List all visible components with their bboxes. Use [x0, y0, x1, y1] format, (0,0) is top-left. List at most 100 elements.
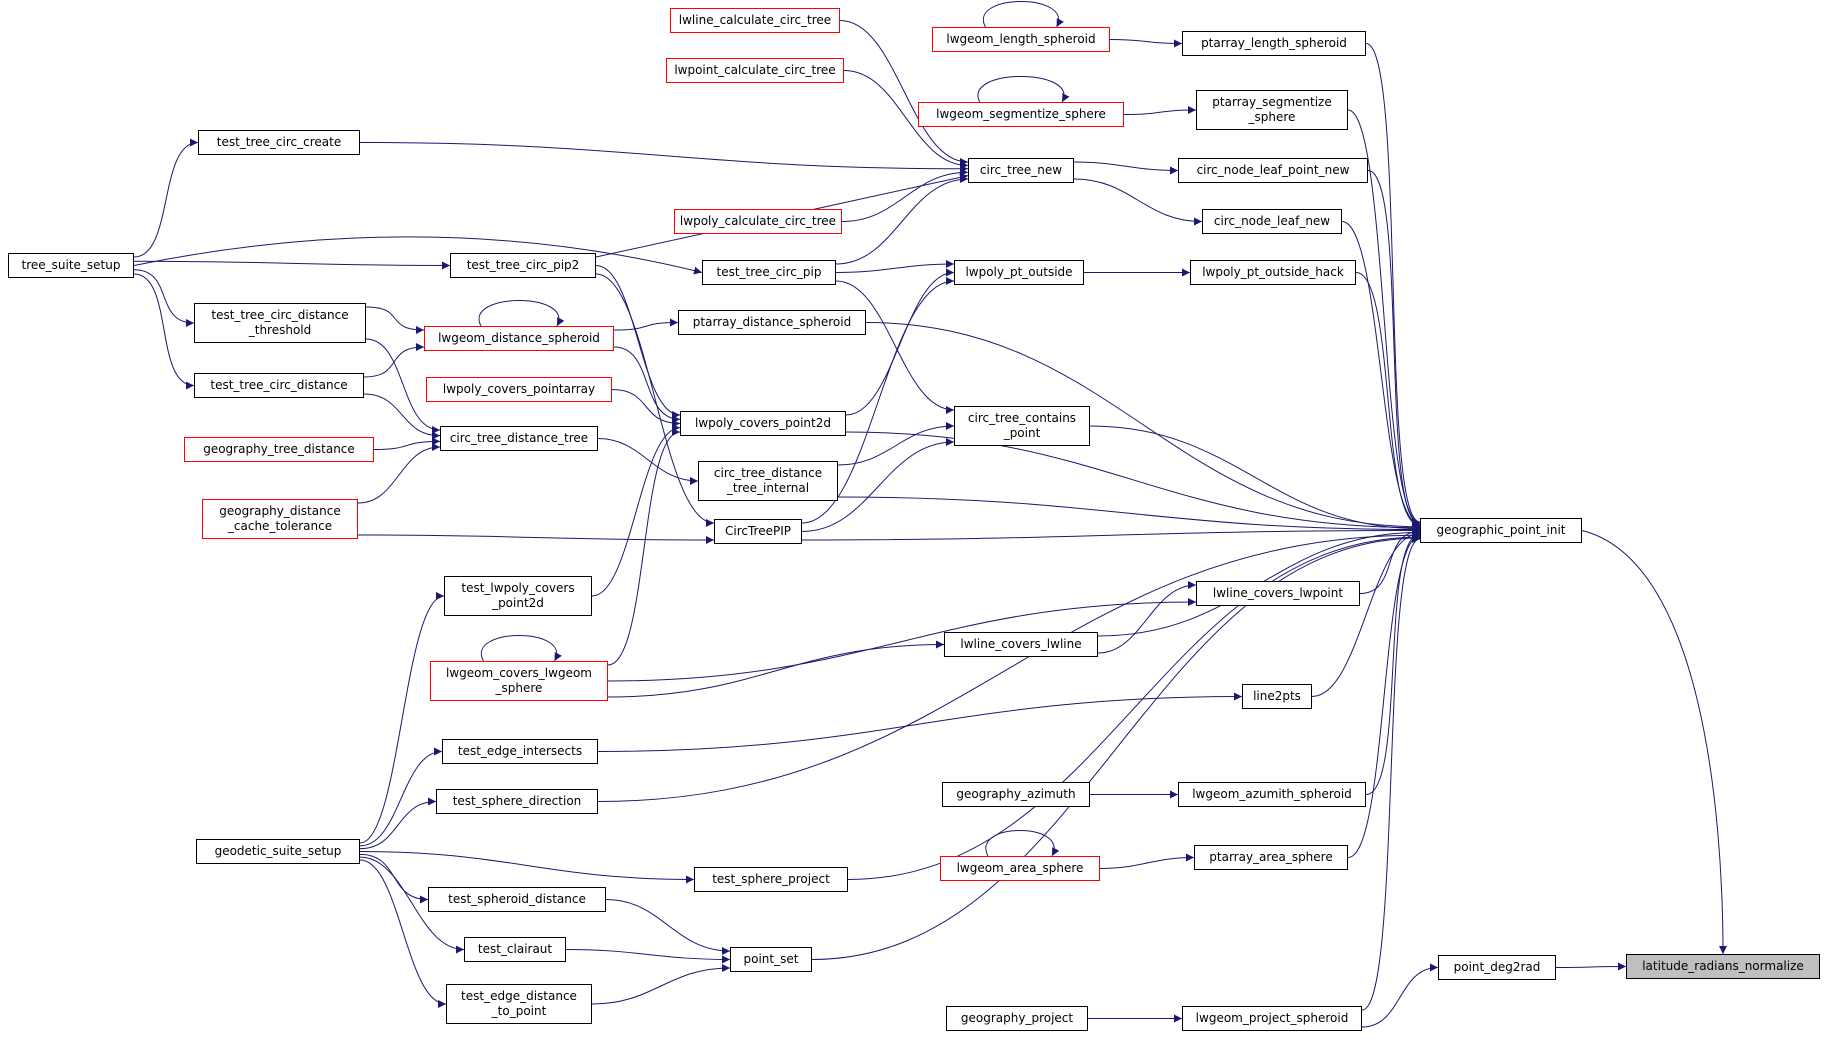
node-test-tree-circ-pip2[interactable]: test_tree_circ_pip2	[450, 253, 596, 278]
edge-circ-tree-new-to-circ-node-leaf-new	[1073, 178, 1203, 226]
node-lwpoint-calculate-circ-tree[interactable]: lwpoint_calculate_circ_tree	[666, 58, 844, 83]
edge-CircTreePIP-to-geographic-point-init	[801, 526, 1421, 541]
node-point-deg2rad[interactable]: point_deg2rad	[1438, 955, 1556, 980]
node-lwpoly-pt-outside[interactable]: lwpoly_pt_outside	[954, 260, 1084, 285]
node-label: lwpoly_covers_point2d	[694, 416, 831, 430]
node-label: test_edge_distance	[461, 989, 577, 1003]
node-CircTreePIP[interactable]: CircTreePIP	[714, 519, 802, 544]
edge-test-tree-circ-pip-to-circ-tree-contains-point	[835, 280, 955, 414]
node-lwline-covers-lwline[interactable]: lwline_covers_lwline	[944, 632, 1098, 657]
node-ptarray-distance-spheroid[interactable]: ptarray_distance_spheroid	[678, 310, 866, 335]
node-test-edge-intersects[interactable]: test_edge_intersects	[442, 739, 598, 764]
edge-geodetic-suite-setup-to-test-spheroid-distance	[359, 853, 429, 904]
node-label: lwline_covers_lwline	[960, 637, 1082, 651]
node-label: lwgeom_length_spheroid	[946, 32, 1096, 46]
node-lwgeom-project-spheroid[interactable]: lwgeom_project_spheroid	[1182, 1006, 1362, 1031]
node-circ-tree-contains-point[interactable]: circ_tree_contains_point	[954, 406, 1090, 446]
node-geography-azimuth[interactable]: geography_azimuth	[942, 782, 1090, 807]
node-geography-tree-distance[interactable]: geography_tree_distance	[184, 437, 374, 462]
edge-lwline-covers-lwline-to-lwline-covers-lwpoint	[1097, 581, 1197, 654]
node-lwgeom-length-spheroid[interactable]: lwgeom_length_spheroid	[932, 27, 1110, 52]
node-latitude-radians-normalize[interactable]: latitude_radians_normalize	[1626, 954, 1820, 979]
edge-test-clairaut-to-point-set	[565, 949, 731, 964]
node-lwpoly-covers-pointarray[interactable]: lwpoly_covers_pointarray	[426, 377, 612, 402]
edge-geodetic-suite-setup-to-test-edge-distance-to-point	[359, 859, 447, 1008]
node-circ-node-leaf-new[interactable]: circ_node_leaf_new	[1202, 209, 1342, 234]
edge-lwgeom-area-sphere-to-ptarray-area-sphere	[1099, 853, 1195, 869]
node-label: geography_distance	[219, 504, 341, 518]
edge-circ-tree-distance-tree-internal-to-circ-tree-contains-point	[837, 422, 955, 466]
node-ptarray-area-sphere[interactable]: ptarray_area_sphere	[1194, 845, 1348, 870]
node-lwgeom-distance-spheroid[interactable]: lwgeom_distance_spheroid	[424, 326, 614, 351]
node-lwpoly-covers-point2d[interactable]: lwpoly_covers_point2d	[680, 411, 846, 436]
node-label: ptarray_area_sphere	[1209, 850, 1333, 864]
edge-lwgeom-project-spheroid-to-point-deg2rad	[1361, 963, 1439, 1028]
node-test-lwpoly-covers-point2d[interactable]: test_lwpoly_covers_point2d	[444, 576, 592, 616]
node-lwline-calculate-circ-tree[interactable]: lwline_calculate_circ_tree	[670, 8, 840, 33]
node-geography-distance-cache-tolerance[interactable]: geography_distance_cache_tolerance	[202, 499, 358, 539]
node-point-set[interactable]: point_set	[730, 947, 812, 972]
node-tree-suite-setup[interactable]: tree_suite_setup	[8, 253, 134, 278]
node-label: test_tree_circ_pip2	[466, 258, 580, 272]
node-label: ptarray_length_spheroid	[1201, 36, 1347, 50]
edge-tree-suite-setup-to-test-tree-circ-create	[133, 138, 199, 258]
node-geographic-point-init[interactable]: geographic_point_init	[1420, 518, 1582, 543]
edge-ptarray-length-spheroid-to-geographic-point-init	[1365, 43, 1421, 526]
edge-test-tree-circ-distance-threshold-to-lwgeom-distance-spheroid	[365, 306, 425, 334]
edge-tree-suite-setup-to-test-tree-circ-pip	[133, 236, 703, 275]
node-lwgeom-segmentize-sphere[interactable]: lwgeom_segmentize_sphere	[918, 102, 1124, 127]
node-label: test_sphere_direction	[452, 794, 582, 808]
node-test-sphere-project[interactable]: test_sphere_project	[694, 867, 848, 892]
node-line2pts[interactable]: line2pts	[1242, 684, 1312, 709]
node-label: circ_node_leaf_new	[1213, 214, 1331, 228]
edge-lwgeom-covers-lwgeom-sphere-to-lwline-covers-lwline	[607, 640, 945, 698]
node-label: tree_suite_setup	[21, 258, 121, 272]
edge-lwgeom-covers-lwgeom-sphere-to-lwgeom-covers-lwgeom-sphere	[480, 635, 562, 662]
node-test-sphere-direction[interactable]: test_sphere_direction	[436, 789, 598, 814]
node-geography-project[interactable]: geography_project	[946, 1006, 1088, 1031]
node-lwpoly-pt-outside-hack[interactable]: lwpoly_pt_outside_hack	[1190, 260, 1356, 285]
node-test-tree-circ-distance[interactable]: test_tree_circ_distance	[194, 373, 364, 398]
node-label: _point2d	[492, 596, 544, 610]
node-test-clairaut[interactable]: test_clairaut	[464, 937, 566, 962]
node-circ-tree-distance-tree-internal[interactable]: circ_tree_distance_tree_internal	[698, 461, 838, 501]
node-label: geography_azimuth	[956, 787, 1076, 801]
node-label: lwpoly_calculate_circ_tree	[679, 214, 837, 228]
node-label: line2pts	[1253, 689, 1301, 703]
node-circ-tree-distance-tree[interactable]: circ_tree_distance_tree	[440, 426, 598, 451]
node-label: lwgeom_segmentize_sphere	[936, 107, 1106, 121]
node-lwgeom-covers-lwgeom-sphere[interactable]: lwgeom_covers_lwgeom_sphere	[430, 661, 608, 701]
node-lwpoly-calculate-circ-tree[interactable]: lwpoly_calculate_circ_tree	[674, 209, 842, 234]
node-ptarray-segmentize-sphere[interactable]: ptarray_segmentize_sphere	[1196, 90, 1348, 130]
node-test-tree-circ-distance-threshold[interactable]: test_tree_circ_distance_threshold	[194, 303, 366, 343]
node-label: test_tree_circ_pip	[716, 265, 822, 279]
node-circ-tree-new[interactable]: circ_tree_new	[968, 158, 1074, 183]
edge-geography-tree-distance-to-circ-tree-distance-tree	[373, 437, 441, 450]
node-label: lwline_calculate_circ_tree	[678, 13, 832, 27]
edge-test-tree-circ-pip-to-lwpoly-pt-outside	[835, 260, 955, 273]
node-label: _point	[1003, 426, 1041, 440]
node-test-tree-circ-pip[interactable]: test_tree_circ_pip	[702, 260, 836, 285]
node-lwgeom-azumith-spheroid[interactable]: lwgeom_azumith_spheroid	[1178, 782, 1366, 807]
node-lwgeom-area-sphere[interactable]: lwgeom_area_sphere	[940, 856, 1100, 881]
node-label: _cache_tolerance	[227, 519, 333, 533]
edge-test-tree-circ-create-to-circ-tree-new	[359, 142, 969, 173]
node-label: lwpoint_calculate_circ_tree	[674, 63, 836, 77]
node-test-spheroid-distance[interactable]: test_spheroid_distance	[428, 887, 606, 912]
edge-lwgeom-length-spheroid-to-ptarray-length-spheroid	[1109, 39, 1183, 48]
edge-lwpoly-covers-point2d-to-geographic-point-init	[845, 431, 1421, 532]
edge-geodetic-suite-setup-to-test-edge-intersects	[359, 747, 443, 847]
node-ptarray-length-spheroid[interactable]: ptarray_length_spheroid	[1182, 31, 1366, 56]
node-label: ptarray_distance_spheroid	[692, 315, 852, 329]
node-geodetic-suite-setup[interactable]: geodetic_suite_setup	[196, 839, 360, 864]
node-circ-node-leaf-point-new[interactable]: circ_node_leaf_point_new	[1178, 158, 1368, 183]
node-label: lwgeom_distance_spheroid	[438, 331, 600, 345]
node-lwline-covers-lwpoint[interactable]: lwline_covers_lwpoint	[1196, 581, 1360, 606]
node-label: test_tree_circ_create	[216, 135, 342, 149]
node-test-edge-distance-to-point[interactable]: test_edge_distance_to_point	[446, 984, 592, 1024]
node-test-tree-circ-create[interactable]: test_tree_circ_create	[198, 130, 360, 155]
edge-test-lwpoly-covers-point2d-to-lwpoly-covers-point2d	[591, 423, 681, 597]
edge-lwpoly-covers-pointarray-to-lwpoly-covers-point2d	[611, 389, 681, 428]
edge-lwline-covers-lwpoint-to-geographic-point-init	[1359, 527, 1421, 594]
edge-lwgeom-project-spheroid-to-geographic-point-init	[1361, 535, 1421, 1011]
